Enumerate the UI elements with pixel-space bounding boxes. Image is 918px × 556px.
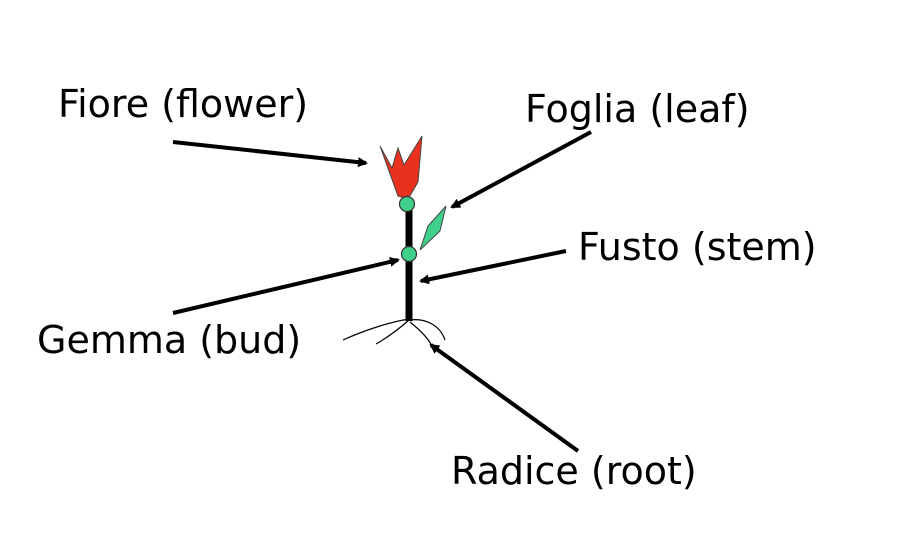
leaf-label: Foglia (leaf)	[525, 87, 750, 131]
root-line	[375, 319, 410, 345]
stem-label: Fusto (stem)	[578, 225, 817, 269]
roots	[342, 318, 446, 347]
root-line	[409, 319, 446, 341]
flower-arrow	[172, 140, 368, 168]
root-line	[409, 321, 433, 347]
flower-label: Fiore (flower)	[58, 82, 309, 126]
root-label: Radice (root)	[451, 449, 697, 493]
bud-arrow	[172, 256, 400, 315]
flower-shape	[379, 135, 423, 200]
bud-label: Gemma (bud)	[37, 318, 302, 362]
stem-arrow	[419, 249, 567, 285]
leaf-arrow	[450, 130, 592, 209]
root-line	[342, 318, 410, 341]
middle-bud	[400, 245, 418, 263]
top-bud	[398, 195, 416, 213]
root-arrow	[429, 343, 580, 453]
leaf-shape	[419, 205, 447, 251]
